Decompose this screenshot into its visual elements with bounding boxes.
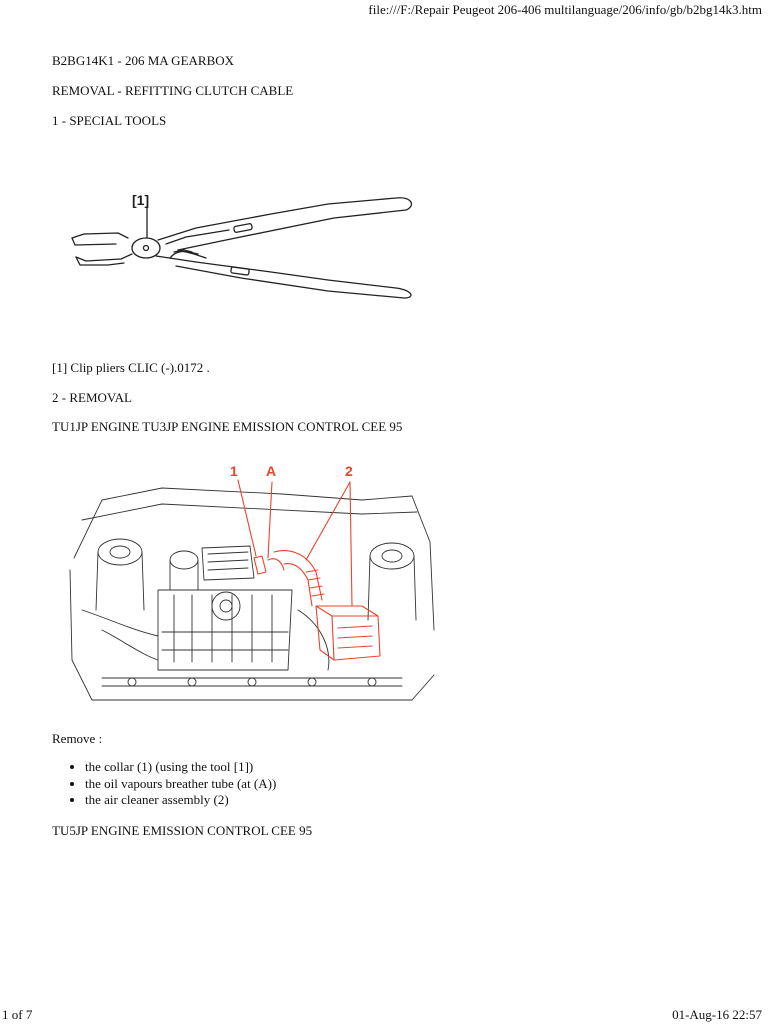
list-item: the oil vapours breather tube (at (A)) <box>85 776 276 793</box>
tool-callout-label: [1] <box>132 192 149 208</box>
engine-heading-tu5jp: TU5JP ENGINE EMISSION CONTROL CEE 95 <box>52 823 313 838</box>
clip-pliers-figure: [1] <box>66 188 426 303</box>
engine-callout-2: 2 <box>345 463 353 479</box>
list-item: the air cleaner assembly (2) <box>85 792 276 809</box>
engine-heading-tu1jp-tu3jp: TU1JP ENGINE TU3JP ENGINE EMISSION CONTR… <box>52 419 403 434</box>
doc-section-title: REMOVAL - REFITTING CLUTCH CABLE <box>52 83 294 98</box>
engine-bay-figure: 1 A 2 <box>62 460 440 716</box>
engine-callout-1: 1 <box>230 463 238 479</box>
page-url: file:///F:/Repair Peugeot 206-406 multil… <box>368 2 762 17</box>
clip-pliers-drawing: [1] <box>71 192 413 299</box>
list-item: the collar (1) (using the tool [1]) <box>85 759 276 776</box>
removal-heading: 2 - REMOVAL <box>52 390 132 405</box>
engine-bay-drawing: 1 A 2 <box>69 463 435 701</box>
print-datetime: 01-Aug-16 22:57 <box>672 1007 762 1022</box>
tool-caption: [1] Clip pliers CLIC (-).0172 . <box>52 360 210 375</box>
doc-code-title: B2BG14K1 - 206 MA GEARBOX <box>52 53 235 68</box>
remove-list: the collar (1) (using the tool [1]) the … <box>52 759 276 809</box>
page-number: 1 of 7 <box>2 1007 33 1022</box>
special-tools-heading: 1 - SPECIAL TOOLS <box>52 113 167 128</box>
remove-label: Remove : <box>52 731 103 746</box>
engine-callout-a: A <box>266 463 276 479</box>
